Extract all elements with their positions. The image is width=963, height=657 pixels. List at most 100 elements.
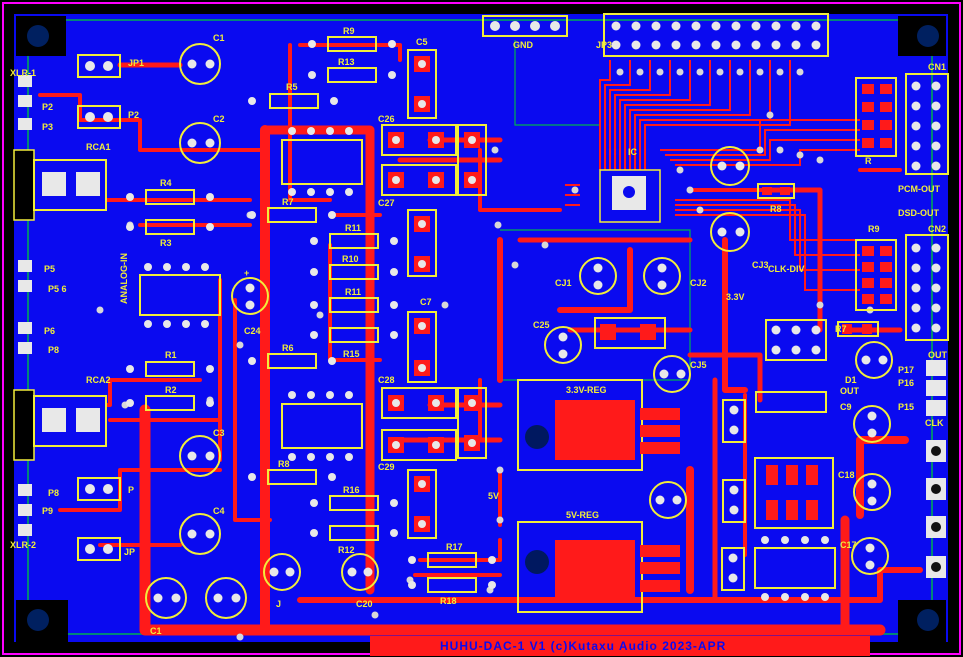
svg-text:C1: C1 [213, 33, 225, 43]
mount-hole-bottom-left [16, 600, 68, 642]
svg-text:C17: C17 [840, 540, 857, 550]
svg-text:C20: C20 [356, 599, 373, 609]
svg-text:P15: P15 [898, 402, 914, 412]
svg-text:P5: P5 [44, 264, 55, 274]
svg-text:P9: P9 [42, 506, 53, 516]
svg-text:R7: R7 [835, 324, 847, 334]
svg-text:CJ2: CJ2 [690, 278, 707, 288]
svg-text:3.3V-REG: 3.3V-REG [566, 385, 607, 395]
svg-text:RCA2: RCA2 [86, 375, 111, 385]
mount-hole-top-right [898, 16, 946, 56]
svg-text:R7: R7 [282, 197, 294, 207]
svg-text:C27: C27 [378, 198, 395, 208]
svg-text:R11: R11 [345, 287, 361, 297]
svg-text:R11: R11 [345, 223, 361, 233]
svg-text:R6: R6 [282, 343, 294, 353]
mount-hole-top-left [16, 16, 66, 56]
svg-text:P8: P8 [48, 488, 59, 498]
svg-text:JP1: JP1 [128, 58, 144, 68]
svg-text:CLK: CLK [925, 418, 944, 428]
svg-text:P5 6: P5 6 [48, 284, 67, 294]
svg-text:R: R [865, 156, 872, 166]
svg-text:P3: P3 [42, 122, 53, 132]
svg-text:C3: C3 [213, 428, 225, 438]
svg-text:R15: R15 [343, 349, 360, 359]
svg-text:C26: C26 [378, 114, 395, 124]
svg-text:PCM-OUT: PCM-OUT [898, 184, 940, 194]
svg-text:R1: R1 [165, 350, 177, 360]
svg-text:C1: C1 [150, 626, 162, 636]
svg-text:P16: P16 [898, 378, 914, 388]
svg-text:P8: P8 [48, 345, 59, 355]
svg-text:R5: R5 [286, 82, 298, 92]
svg-text:IC: IC [628, 147, 638, 157]
svg-text:R16: R16 [343, 485, 360, 495]
svg-text:CJ3: CJ3 [752, 260, 769, 270]
svg-text:R9: R9 [868, 224, 880, 234]
svg-text:R8: R8 [770, 204, 782, 214]
rca-jacks [13, 149, 107, 461]
mount-hole-bottom-right [898, 600, 946, 642]
jumpers [77, 13, 949, 591]
svg-text:R8: R8 [278, 459, 290, 469]
svg-text:R18: R18 [440, 596, 457, 606]
svg-text:P17: P17 [898, 365, 914, 375]
svg-text:R17: R17 [446, 542, 463, 552]
svg-text:OUT: OUT [840, 386, 860, 396]
svg-text:R13: R13 [338, 57, 355, 67]
svg-text:5V-REG: 5V-REG [566, 510, 599, 520]
regulators [517, 379, 680, 613]
svg-text:J: J [276, 599, 281, 609]
svg-text:CN1: CN1 [928, 62, 946, 72]
dip-ics [139, 127, 836, 601]
film-caps [381, 49, 487, 539]
electrolytic-caps [145, 43, 893, 619]
svg-text:C4: C4 [213, 506, 225, 516]
svg-text:R10: R10 [342, 254, 359, 264]
svg-text:ANALOG-IN: ANALOG-IN [119, 253, 129, 304]
svg-text:CLK-DIV: CLK-DIV [768, 264, 805, 274]
svg-text:P2: P2 [42, 102, 53, 112]
svg-text:C25: C25 [533, 320, 550, 330]
svg-text:XLR-1: XLR-1 [10, 68, 36, 78]
svg-text:C5: C5 [416, 37, 428, 47]
svg-text:D1: D1 [845, 375, 857, 385]
svg-text:DSD-OUT: DSD-OUT [898, 208, 939, 218]
svg-text:XLR-2: XLR-2 [10, 540, 36, 550]
svg-text:5V: 5V [488, 491, 499, 501]
svg-text:RCA1: RCA1 [86, 142, 111, 152]
footer-text: HUHU-DAC-1 V1 (c)Kutaxu Audio 2023-APR [440, 639, 727, 653]
svg-text:JP: JP [124, 547, 135, 557]
left-edge-pins [18, 75, 32, 536]
svg-text:C18: C18 [838, 470, 855, 480]
svg-text:OUT: OUT [928, 350, 948, 360]
svg-text:3.3V: 3.3V [726, 292, 745, 302]
vias [91, 68, 874, 641]
svg-text:CJ5: CJ5 [690, 360, 707, 370]
svg-text:C29: C29 [378, 462, 395, 472]
svg-text:R3: R3 [160, 238, 172, 248]
svg-text:P2: P2 [128, 110, 139, 120]
svg-text:R9: R9 [343, 26, 355, 36]
svg-text:R12: R12 [338, 545, 355, 555]
dac-chip [599, 169, 661, 223]
svg-text:P: P [128, 485, 134, 495]
footer-mark [370, 636, 870, 656]
svg-text:R2: R2 [165, 385, 177, 395]
right-edge-holes [931, 446, 941, 572]
svg-text:C24: C24 [244, 326, 261, 336]
svg-text:C9: C9 [840, 402, 852, 412]
svg-text:GND: GND [513, 40, 534, 50]
svg-text:CJ1: CJ1 [555, 278, 572, 288]
svg-text:R4: R4 [160, 178, 172, 188]
svg-text:C28: C28 [378, 375, 395, 385]
svg-text:P6: P6 [44, 326, 55, 336]
svg-text:+: + [244, 268, 249, 278]
svg-text:JP3: JP3 [596, 40, 612, 50]
svg-text:C2: C2 [213, 114, 225, 124]
svg-text:C7: C7 [420, 297, 432, 307]
svg-text:CN2: CN2 [928, 224, 946, 234]
